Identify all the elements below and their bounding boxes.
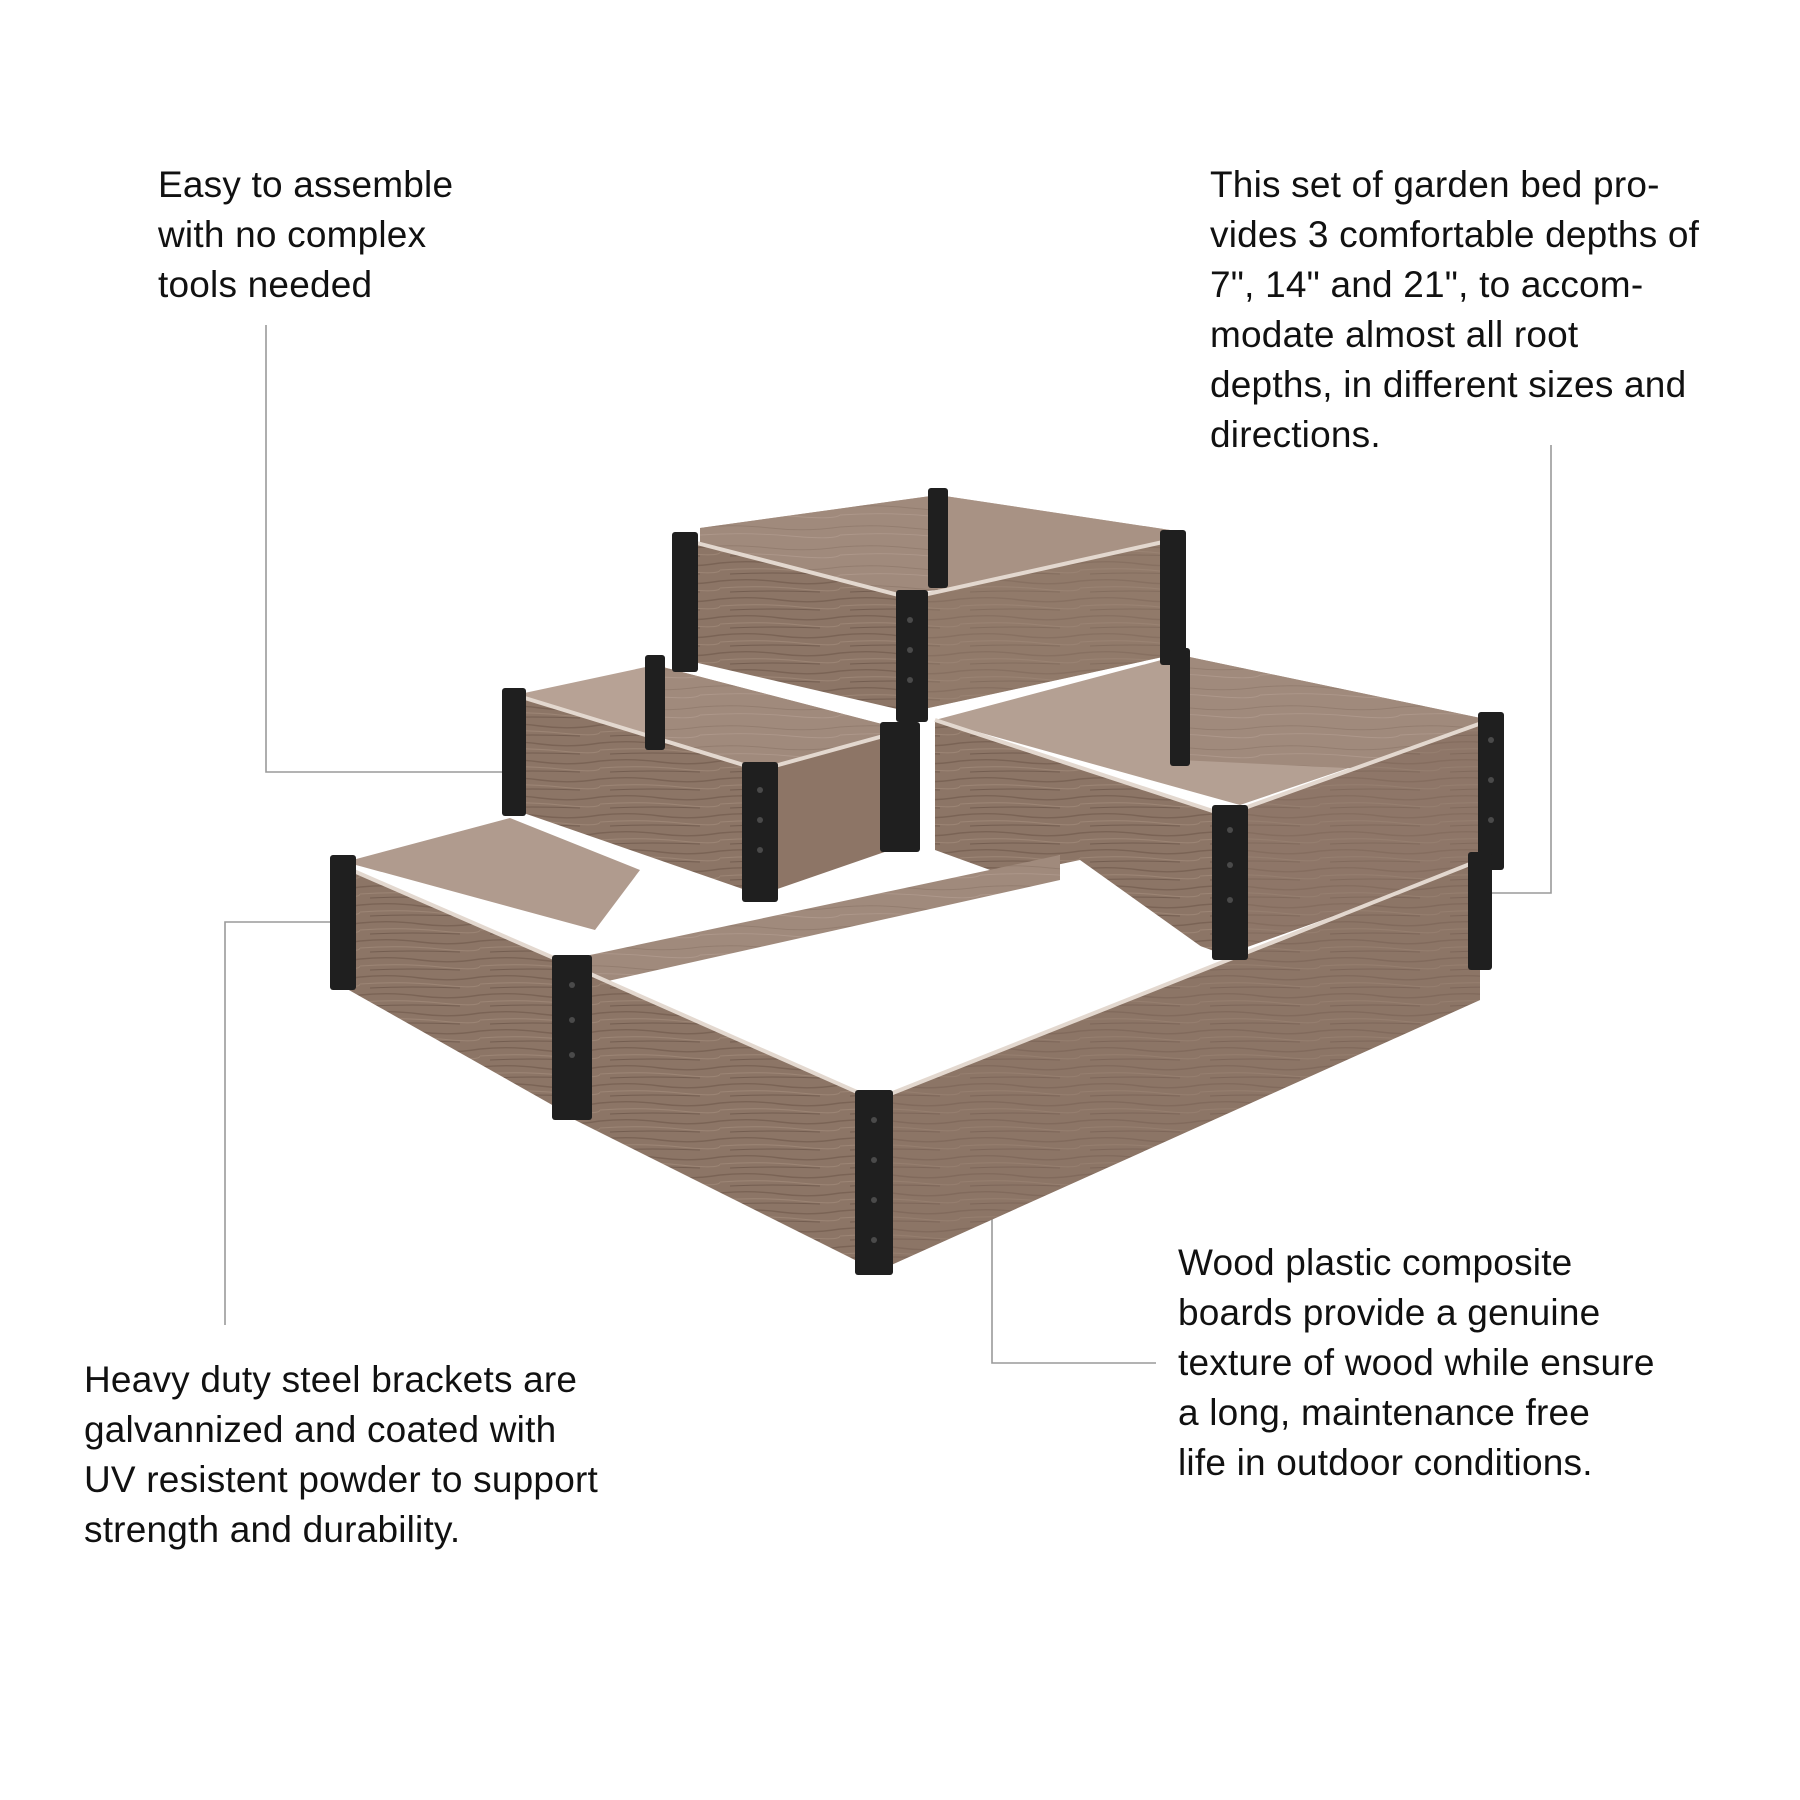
bracket-bolts [569,617,1494,1243]
callout-line: Wood plastic composite [1178,1242,1573,1283]
callout-line: life in outdoor conditions. [1178,1442,1593,1483]
steel-brackets [330,488,1504,1275]
callout-line: strength and durability. [84,1509,461,1550]
callout-line: Heavy duty steel brackets are [84,1359,578,1400]
callout-line: UV resistent powder to support [84,1459,598,1500]
middle-tier-left-bed [514,665,906,895]
callout-line: a long, maintenance free [1178,1392,1591,1433]
leader-line-wpc [991,1168,1156,1364]
callout-line: with no complex [158,214,427,255]
callout-line: Easy to assemble [158,164,454,205]
callout-line: texture of wood while ensure [1178,1342,1655,1383]
middle-tier-right-bed [934,655,1491,955]
callout-line: modate almost all root [1210,314,1579,355]
top-tier-bed [684,495,1173,712]
leader-line-assembly [265,325,515,773]
callout-line: directions. [1210,414,1381,455]
callout-line: galvannized and coated with [84,1409,557,1450]
callout-line: vides 3 comfortable depths of [1210,214,1700,255]
callout-line: depths, in different sizes and [1210,364,1687,405]
callout-steel-brackets: Heavy duty steel brackets are galvannize… [84,1355,598,1555]
callout-depths: This set of garden bed pro- vides 3 comf… [1210,160,1699,460]
callout-line: boards provide a genuine [1178,1292,1601,1333]
callout-line: 7", 14" and 21", to accom- [1210,264,1644,305]
callout-line: This set of garden bed pro- [1210,164,1660,205]
leader-line-depths [1465,445,1552,894]
callout-line: tools needed [158,264,373,305]
leader-line-brackets [224,921,338,1325]
bottom-tier-bed [339,818,1481,1270]
callout-easy-assembly: Easy to assemble with no complex tools n… [158,160,453,310]
callout-wood-plastic-composite: Wood plastic composite boards provide a … [1178,1238,1655,1488]
